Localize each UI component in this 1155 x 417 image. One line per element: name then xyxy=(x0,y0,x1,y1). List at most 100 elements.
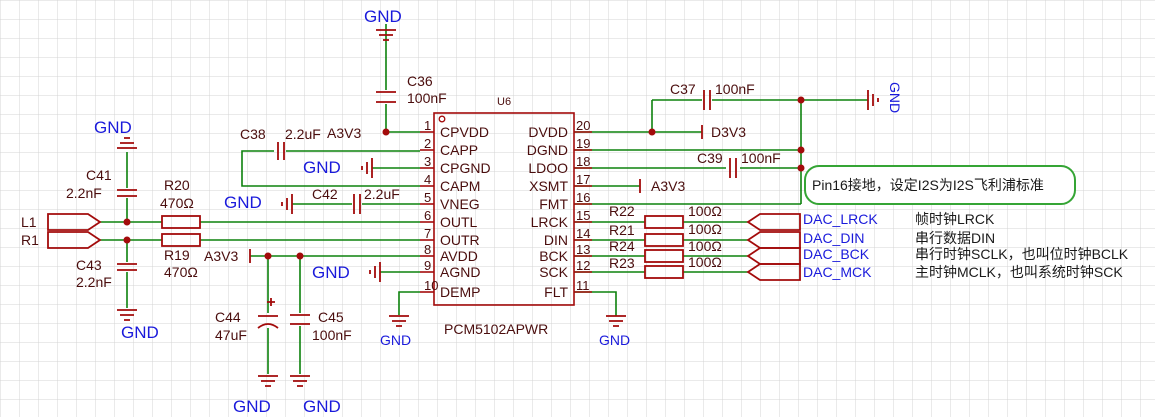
c42-value: 2.2uF xyxy=(364,186,400,202)
components xyxy=(117,90,737,329)
ports-left xyxy=(47,213,102,249)
c45-ref: C45 xyxy=(318,309,344,325)
c39-value: 100nF xyxy=(741,150,781,166)
c45-value: 100nF xyxy=(312,327,352,343)
note-text: Pin16接地，设定I2S为I2S飞利浦标准 xyxy=(812,177,1044,193)
r23-symbol xyxy=(644,265,684,279)
pin-number: 20 xyxy=(576,118,590,133)
junctions xyxy=(123,96,805,260)
pin-number: 3 xyxy=(424,154,431,169)
signal-net-label: DAC_MCK xyxy=(803,264,872,280)
gnd-icon xyxy=(258,375,278,387)
r21-ref: R21 xyxy=(609,222,635,238)
r1-port xyxy=(47,231,102,249)
gnd-label: GND xyxy=(224,193,262,212)
gnd-label: GND xyxy=(94,118,132,137)
r24-symbol xyxy=(644,249,684,263)
gnd-icon xyxy=(389,315,409,327)
gnd-label: GND xyxy=(887,82,903,113)
pin-name: CPGND xyxy=(440,160,491,176)
a3v3-label: A3V3 xyxy=(651,178,685,194)
c44-plus xyxy=(267,298,275,306)
c41-ref: C41 xyxy=(86,167,112,183)
c42-symbol xyxy=(353,194,361,214)
r24-ref: R24 xyxy=(609,238,635,254)
a3v3-label: A3V3 xyxy=(327,125,361,141)
pin-number: 7 xyxy=(424,226,431,241)
dac-din-port xyxy=(746,231,801,249)
pin-name: LRCK xyxy=(531,214,569,230)
gnd-label: GND xyxy=(121,323,159,342)
pin-number: 9 xyxy=(424,258,431,273)
c38-value: 2.2uF xyxy=(285,126,321,142)
gnd-icon xyxy=(281,194,293,214)
dac-lrck-port xyxy=(746,213,801,231)
gnd-label: GND xyxy=(599,332,630,348)
signal-description: 串行数据DIN xyxy=(915,230,995,246)
gnd-icon xyxy=(117,309,137,321)
pin-number: 2 xyxy=(424,136,431,151)
pin-number: 18 xyxy=(576,154,590,169)
r22-value: 100Ω xyxy=(688,203,722,219)
gnd-icon xyxy=(117,137,137,149)
pin-number: 10 xyxy=(424,278,438,293)
wires xyxy=(100,24,868,374)
c38-symbol xyxy=(277,142,285,160)
gnd-label: GND xyxy=(233,397,271,416)
c36-ref: C36 xyxy=(407,73,433,89)
r22-ref: R22 xyxy=(609,203,635,219)
c41-value: 2.2nF xyxy=(66,185,102,201)
pin-number: 12 xyxy=(576,258,590,273)
ports-right xyxy=(746,213,801,281)
pin-number: 13 xyxy=(576,242,590,257)
signal-net-label: DAC_LRCK xyxy=(803,211,878,227)
c44-value: 47uF xyxy=(215,327,247,343)
ground-symbols xyxy=(117,29,879,387)
gnd-label: GND xyxy=(312,263,350,282)
pin-name: XSMT xyxy=(529,178,568,194)
pin-number: 6 xyxy=(424,208,431,223)
r23-ref: R23 xyxy=(609,255,635,271)
r20-value: 470Ω xyxy=(160,195,194,211)
r21-symbol xyxy=(644,233,684,247)
r20-ref: R20 xyxy=(164,177,190,193)
d3v3-label: D3V3 xyxy=(711,124,746,140)
r1-label: R1 xyxy=(21,232,39,248)
pin-name: CAPP xyxy=(440,142,478,158)
pin-number: 8 xyxy=(424,242,431,257)
r19-ref: R19 xyxy=(164,247,190,263)
pin-name: BCK xyxy=(539,248,568,264)
c38-ref: C38 xyxy=(240,126,266,142)
chip-part: PCM5102APWR xyxy=(444,321,548,337)
note-callout: Pin16接地，设定I2S为I2S飞利浦标准 xyxy=(804,165,1076,205)
pin-number: 4 xyxy=(424,172,431,187)
gnd-icon xyxy=(867,90,879,110)
pin-name: CPVDD xyxy=(440,124,489,140)
c43-symbol xyxy=(117,263,137,271)
l1-label: L1 xyxy=(21,214,37,230)
c45-symbol xyxy=(290,314,310,325)
pin-number: 1 xyxy=(424,118,431,133)
pin-name: CAPM xyxy=(440,178,480,194)
l1-port xyxy=(47,213,102,231)
c39-symbol xyxy=(729,158,737,178)
pin-name: OUTL xyxy=(440,214,478,230)
r21-value: 100Ω xyxy=(688,221,722,237)
dac-bck-port xyxy=(746,247,801,265)
c42-ref: C42 xyxy=(312,186,338,202)
pin-name: SCK xyxy=(539,264,568,280)
pin-number: 16 xyxy=(576,190,590,205)
signal-net-label: DAC_BCK xyxy=(803,246,870,262)
c37-value: 100nF xyxy=(715,81,755,97)
pin-number: 14 xyxy=(576,226,590,241)
c36-symbol xyxy=(376,91,396,103)
c36-value: 100nF xyxy=(407,90,447,106)
dac-mck-port xyxy=(746,263,801,281)
pin-number: 11 xyxy=(576,278,590,293)
pin-name: VNEG xyxy=(440,196,480,212)
signal-net-label: DAC_DIN xyxy=(803,230,864,246)
